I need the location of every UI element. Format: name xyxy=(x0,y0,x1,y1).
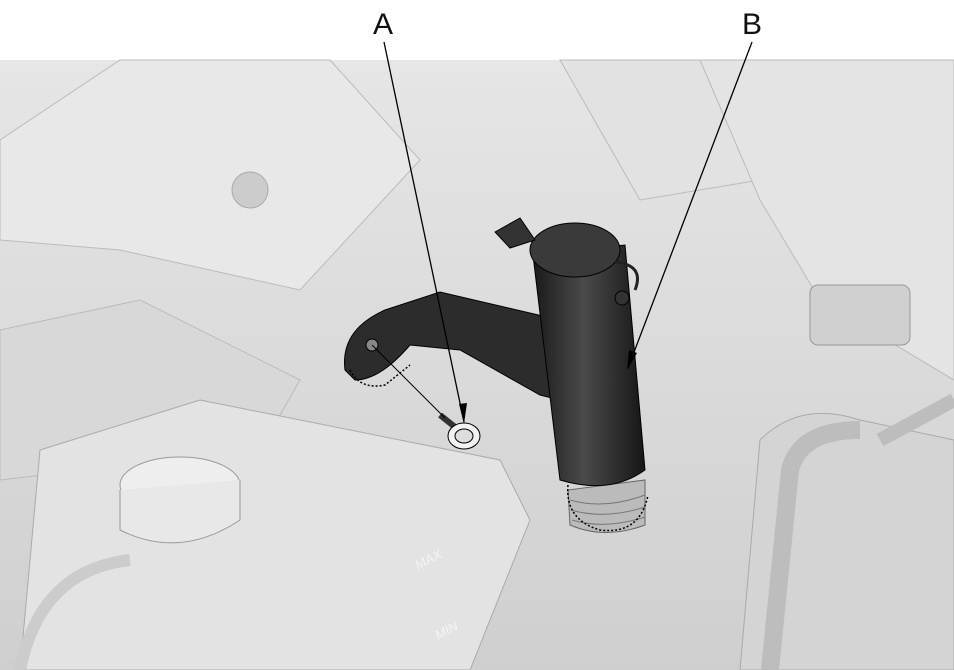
callout-b: B xyxy=(742,8,763,41)
leader-line-a xyxy=(383,41,465,423)
callout-a: A xyxy=(373,8,394,41)
leader-line-b xyxy=(627,41,753,369)
coolant-reservoir: MAX MIN xyxy=(14,399,531,670)
leader-lines xyxy=(383,41,753,424)
bolt xyxy=(371,344,481,450)
washer-filler-neck xyxy=(494,217,649,533)
